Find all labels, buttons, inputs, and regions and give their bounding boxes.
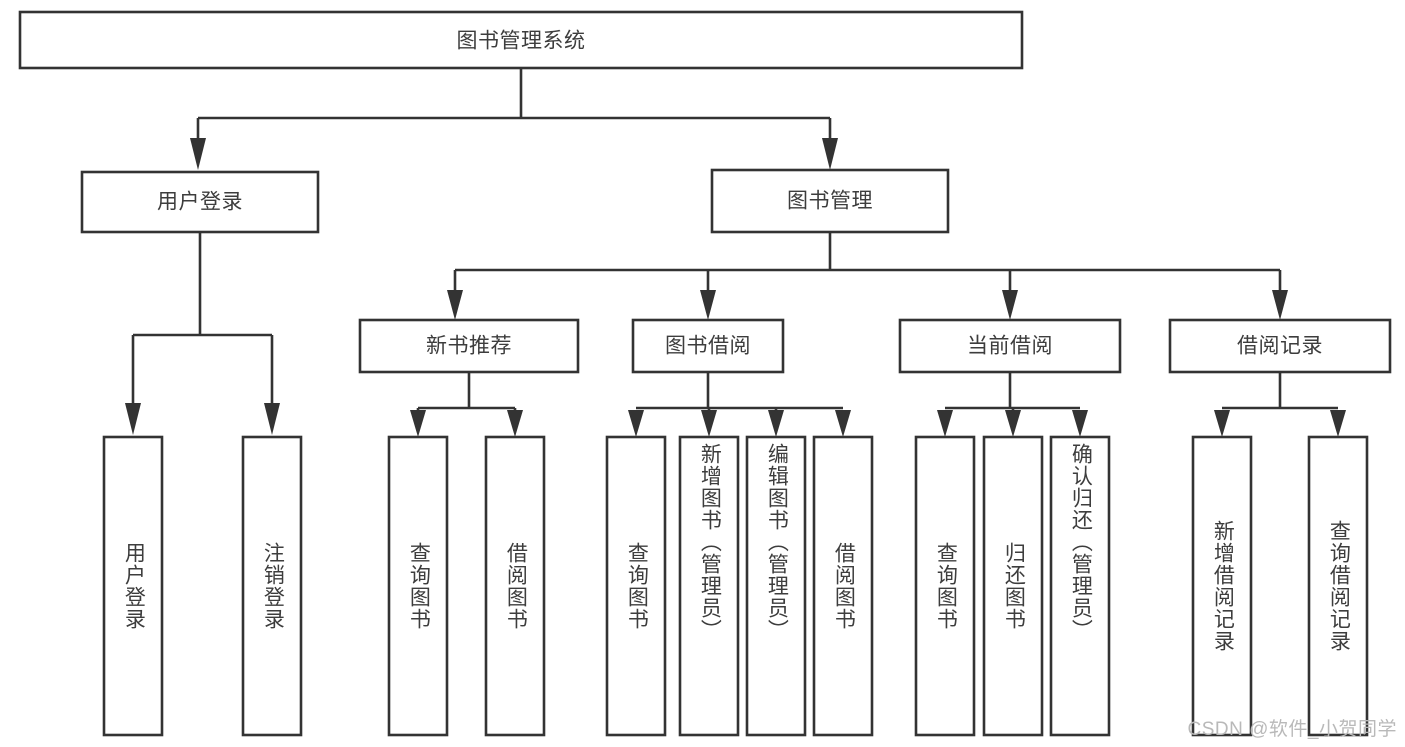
arrow-book-borrow-leaf-3-icon	[768, 410, 784, 437]
arrow-new-book-leaf-1-icon	[410, 410, 426, 437]
node-book-manage[interactable]	[710, 168, 950, 234]
node-new-book-recommend-label: 新书推荐	[426, 335, 512, 358]
node-leaf-user-login[interactable]	[102, 435, 164, 737]
node-current-borrow-label: 当前借阅	[967, 335, 1053, 358]
arrow-to-new-book-recommend-icon	[447, 290, 463, 320]
node-layer: 图书管理系统 用户登录 图书管理 新书推荐 图书借阅 当前借阅 借阅记录	[18, 10, 1392, 737]
node-current-borrow[interactable]	[898, 318, 1122, 374]
arrow-current-borrow-leaf-3-icon	[1072, 410, 1088, 437]
arrow-to-book-borrow-icon	[700, 290, 716, 320]
connector-layer	[125, 68, 1346, 437]
arrow-root-to-book-manage-icon	[822, 138, 838, 170]
node-leaf-borrow-book-2[interactable]	[812, 435, 874, 737]
node-book-manage-label: 图书管理	[787, 190, 873, 213]
arrow-borrow-record-leaf-2-icon	[1330, 410, 1346, 437]
node-leaf-add-book[interactable]	[678, 435, 740, 737]
node-leaf-query-record[interactable]	[1307, 435, 1369, 737]
arrow-root-to-user-login-icon	[190, 138, 206, 170]
arrow-current-borrow-leaf-1-icon	[937, 410, 953, 437]
node-leaf-return-book[interactable]	[982, 435, 1044, 737]
node-user-login[interactable]	[80, 170, 320, 234]
arrow-book-borrow-leaf-1-icon	[628, 410, 644, 437]
node-leaf-edit-book[interactable]	[745, 435, 807, 737]
node-leaf-query-book-2[interactable]	[605, 435, 667, 737]
node-new-book-recommend[interactable]	[358, 318, 580, 374]
arrow-new-book-leaf-2-icon	[507, 410, 523, 437]
node-leaf-query-book-1[interactable]	[387, 435, 449, 737]
node-book-borrow[interactable]	[631, 318, 785, 374]
arrow-borrow-record-leaf-1-icon	[1214, 410, 1230, 437]
node-leaf-query-book-3[interactable]	[914, 435, 976, 737]
arrow-current-borrow-leaf-2-icon	[1005, 410, 1021, 437]
node-root-label: 图书管理系统	[457, 30, 586, 53]
node-leaf-confirm-return[interactable]	[1049, 435, 1111, 737]
arrow-book-borrow-leaf-4-icon	[835, 410, 851, 437]
arrow-to-borrow-record-icon	[1272, 290, 1288, 320]
arrow-user-login-leaf-1-icon	[125, 403, 141, 435]
node-borrow-record-label: 借阅记录	[1237, 335, 1323, 358]
node-borrow-record[interactable]	[1168, 318, 1392, 374]
node-book-borrow-label: 图书借阅	[665, 335, 751, 358]
node-leaf-add-record[interactable]	[1191, 435, 1253, 737]
node-root[interactable]	[18, 10, 1024, 70]
arrow-user-login-leaf-2-icon	[264, 403, 280, 435]
arrow-book-borrow-leaf-2-icon	[701, 410, 717, 437]
arrow-to-current-borrow-icon	[1002, 290, 1018, 320]
node-leaf-borrow-book-1[interactable]	[484, 435, 546, 737]
watermark-text: CSDN @软件_小贺同学	[1187, 719, 1397, 740]
node-user-login-label: 用户登录	[157, 191, 243, 214]
node-leaf-logout-login[interactable]	[241, 435, 303, 737]
